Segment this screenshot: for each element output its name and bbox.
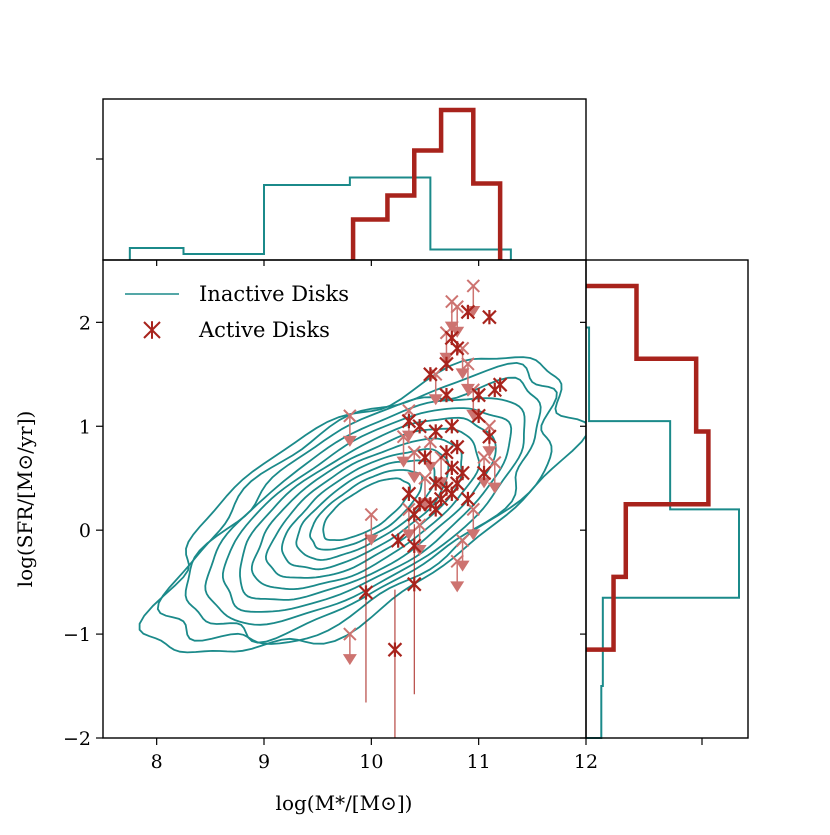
detection-point bbox=[444, 460, 460, 476]
detection-point bbox=[417, 450, 433, 465]
legend-active-swatch bbox=[143, 321, 161, 339]
detection-point bbox=[412, 418, 427, 434]
detection-point bbox=[444, 486, 460, 502]
upper-limit-point bbox=[396, 429, 411, 468]
top-histogram-frame bbox=[102, 98, 587, 261]
x-tick-label: 9 bbox=[258, 751, 270, 773]
detection-point bbox=[358, 585, 374, 600]
detection-point bbox=[390, 533, 406, 548]
contour-level bbox=[322, 477, 412, 541]
x-tick-label: 12 bbox=[574, 751, 598, 773]
right-hist-active bbox=[586, 283, 711, 652]
detection-point bbox=[423, 367, 438, 382]
right-histogram-frame bbox=[585, 259, 749, 739]
detection-point bbox=[401, 413, 417, 429]
y-tick-label: 2 bbox=[79, 312, 91, 334]
detection-point bbox=[482, 429, 497, 444]
right-hist-inactive bbox=[586, 326, 740, 739]
y-axis-ticks: −2 −1 0 1 2 bbox=[63, 312, 586, 750]
upper-limit-point bbox=[364, 507, 379, 546]
upper-limit-point bbox=[407, 445, 422, 484]
contour-level bbox=[138, 356, 586, 654]
upper-limit-point bbox=[428, 367, 443, 406]
detection-point bbox=[471, 408, 486, 424]
detection-point bbox=[387, 642, 403, 657]
top-hist-active bbox=[350, 107, 503, 260]
contour-level bbox=[156, 361, 558, 645]
detection-point bbox=[460, 491, 476, 507]
detection-point bbox=[428, 424, 444, 439]
upper-limit-point bbox=[342, 409, 357, 447]
detection-point bbox=[471, 387, 486, 403]
y-tick-label: −1 bbox=[63, 624, 91, 646]
detection-point bbox=[460, 304, 476, 320]
detection-point bbox=[428, 502, 444, 517]
upper-limit-point bbox=[423, 435, 438, 473]
legend-inactive-label: Inactive Disks bbox=[199, 282, 349, 306]
legend: Inactive Disks Active Disks bbox=[125, 282, 349, 342]
detection-point bbox=[439, 444, 454, 460]
x-axis-label: log(M*/[M⊙]) bbox=[276, 791, 413, 815]
x-tick-label: 8 bbox=[151, 751, 163, 773]
detection-point bbox=[444, 418, 460, 434]
detection-point bbox=[406, 507, 422, 522]
detection-point bbox=[487, 382, 503, 398]
contour-level bbox=[309, 469, 424, 551]
contour-level bbox=[250, 427, 481, 590]
detection-point bbox=[449, 439, 465, 455]
contour-level bbox=[264, 437, 463, 579]
upper-limit-point bbox=[466, 502, 481, 541]
main-plot-frame bbox=[102, 259, 587, 739]
x-tick-label: 11 bbox=[467, 751, 491, 773]
top-hist-inactive bbox=[128, 176, 512, 260]
upper-limit-point bbox=[487, 455, 502, 494]
active-disks-detections bbox=[358, 304, 508, 738]
y-tick-label: 1 bbox=[79, 416, 91, 438]
x-tick-label: 10 bbox=[359, 751, 383, 773]
upper-limit-point bbox=[342, 627, 357, 666]
y-tick-label: −2 bbox=[63, 728, 91, 750]
legend-active-label: Active Disks bbox=[198, 318, 330, 342]
contour-level bbox=[184, 376, 542, 644]
detection-point bbox=[482, 309, 497, 325]
detection-point bbox=[428, 476, 444, 491]
detection-point bbox=[439, 387, 454, 403]
inactive-disks-contours bbox=[138, 356, 586, 654]
upper-limit-point bbox=[450, 554, 465, 593]
right-histogram bbox=[586, 283, 740, 739]
contour-level bbox=[280, 448, 450, 571]
legend-star-icon bbox=[143, 321, 161, 339]
top-histogram bbox=[128, 107, 512, 260]
detection-point bbox=[476, 465, 492, 481]
detection-point bbox=[449, 341, 465, 356]
y-tick-label: 0 bbox=[79, 520, 91, 542]
detection-point bbox=[439, 356, 454, 372]
detection-point bbox=[406, 576, 422, 592]
upper-limit-point bbox=[455, 341, 470, 380]
x-axis-ticks: 8 9 10 11 12 bbox=[151, 260, 598, 773]
y-axis-label: log(SFR/[M⊙/yr]) bbox=[13, 411, 37, 588]
